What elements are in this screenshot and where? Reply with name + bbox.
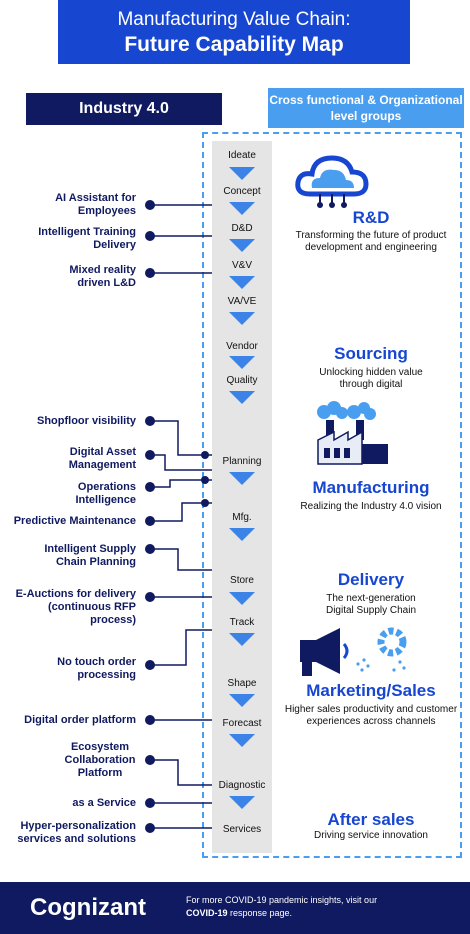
down-arrow-icon <box>229 276 255 289</box>
group-subtitle: Driving service innovation <box>314 830 428 841</box>
down-arrow-icon <box>229 592 255 605</box>
group-subtitle: Transforming the future of product devel… <box>295 230 447 253</box>
connector-dot <box>145 823 155 833</box>
down-arrow-icon <box>229 796 255 809</box>
capability-label: Intelligent Training Delivery <box>38 226 136 251</box>
megaphone-icon <box>300 627 407 676</box>
down-arrow-icon <box>229 633 255 646</box>
stage-label: Services <box>222 824 262 835</box>
capability-label: AI Assistant for Employees <box>55 192 136 217</box>
stage-label: VA/VE <box>227 296 257 307</box>
group-title: Manufacturing <box>312 478 430 497</box>
industry-header: Industry 4.0 <box>26 93 222 125</box>
capability-label: Digital Asset Management <box>68 446 136 471</box>
footer: Cognizant For more COVID-19 pandemic ins… <box>0 882 470 934</box>
connector-dot <box>145 200 155 210</box>
connector-dot <box>145 660 155 670</box>
group-title: After sales <box>327 810 415 829</box>
title-line-2: Future Capability Map <box>124 33 344 56</box>
capability-label: Predictive Maintenance <box>13 515 136 527</box>
capability-label: Intelligent Supply Chain Planning <box>44 543 136 568</box>
cloud-network-icon <box>295 155 369 208</box>
capability-label: Operations Intelligence <box>75 481 136 506</box>
stage-label: Diagnostic <box>218 780 266 791</box>
connector-dot <box>145 482 155 492</box>
connector-dot <box>145 268 155 278</box>
factory-icon <box>317 401 388 465</box>
down-arrow-icon <box>229 734 255 747</box>
footer-note-line1: For more COVID-19 pandemic insights, vis… <box>186 895 378 905</box>
connector-dot <box>145 798 155 808</box>
down-arrow-icon <box>229 167 255 180</box>
stage-label: Forecast <box>222 718 262 729</box>
down-arrow-icon <box>229 472 255 485</box>
capability-label: Hyper-personalization services and solut… <box>17 820 136 845</box>
groups-header: Cross functional & Organizational level … <box>268 88 464 128</box>
capability-label: No touch order processing <box>57 656 136 681</box>
capability-label: Mixed reality driven L&D <box>69 264 136 289</box>
stage-label: Concept <box>223 186 261 197</box>
connector-dot <box>145 715 155 725</box>
stage-label: Shape <box>227 678 257 689</box>
stage-label: Vendor <box>226 341 258 352</box>
connector-dot <box>145 544 155 554</box>
stage-label: V&V <box>231 260 252 271</box>
stage-label: Quality <box>226 375 258 386</box>
connector-dot <box>145 450 155 460</box>
brand-logo: Cognizant <box>30 894 146 921</box>
stage-label: Ideate <box>228 150 256 161</box>
connector-dot <box>145 516 155 526</box>
title-line-1: Manufacturing Value Chain: <box>117 9 351 30</box>
footer-note-line2: response page. <box>227 908 293 918</box>
capability-label: Digital order platform <box>24 714 136 726</box>
stage-label: Track <box>229 617 255 628</box>
down-arrow-icon <box>229 528 255 541</box>
capability-label: Ecosystem Collaboration Platform <box>64 741 136 779</box>
capability-label: as a Service <box>72 797 136 809</box>
connector-dot <box>145 592 155 602</box>
down-arrow-icon <box>229 356 255 369</box>
capability-label: E-Auctions for delivery (continuous RFP … <box>15 588 136 626</box>
groups-dashed-frame <box>202 132 462 858</box>
connector-dot <box>145 755 155 765</box>
group-subtitle: Unlocking hidden value through digital <box>319 367 423 390</box>
group-title: R&D <box>352 208 390 227</box>
down-arrow-icon <box>229 312 255 325</box>
title-banner: Manufacturing Value Chain: Future Capabi… <box>58 0 410 64</box>
down-arrow-icon <box>229 202 255 215</box>
down-arrow-icon <box>229 694 255 707</box>
down-arrow-icon <box>229 239 255 252</box>
stage-label: Store <box>230 575 254 586</box>
group-title: Sourcing <box>334 344 408 363</box>
stage-label: D&D <box>231 223 253 234</box>
down-arrow-icon <box>229 391 255 404</box>
group-title: Delivery <box>337 570 405 589</box>
footer-note: For more COVID-19 pandemic insights, vis… <box>186 894 377 920</box>
group-subtitle: Higher sales productivity and customer e… <box>284 704 458 727</box>
connector-dot <box>145 416 155 426</box>
stage-label: Mfg. <box>232 512 252 523</box>
stage-label: Planning <box>222 456 262 467</box>
connector-dot <box>145 231 155 241</box>
group-subtitle: The next-generation Digital Supply Chain <box>325 593 417 616</box>
capability-label: Shopfloor visibility <box>36 415 136 427</box>
group-title: Marketing/Sales <box>306 681 436 700</box>
group-subtitle: Realizing the Industry 4.0 vision <box>300 501 442 512</box>
footer-note-bold[interactable]: COVID-19 <box>186 908 228 918</box>
